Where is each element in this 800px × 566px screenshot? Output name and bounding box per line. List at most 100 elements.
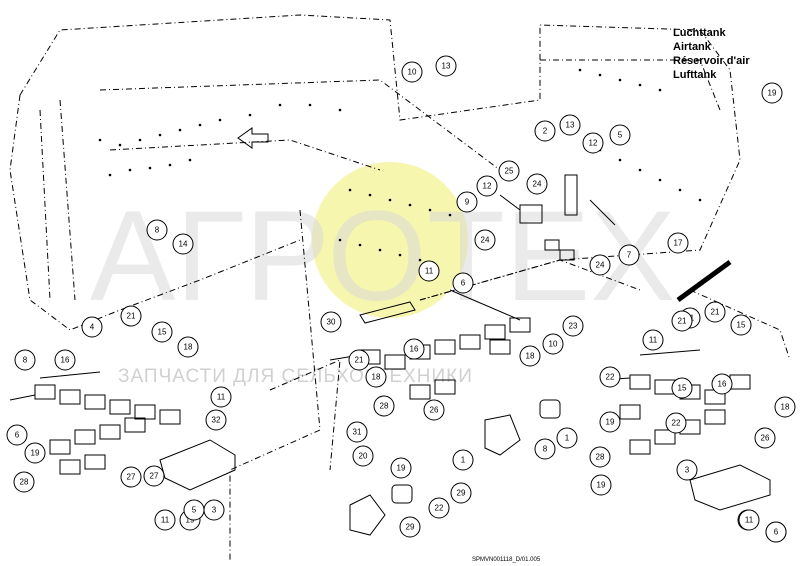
callout-number: 29: [457, 489, 466, 498]
callout-18: 18: [365, 366, 387, 388]
callout-circle: [704, 301, 726, 323]
callout-circle: [589, 254, 611, 276]
callout-28: 28: [589, 446, 611, 468]
callout-21: 21: [704, 301, 726, 323]
callout-number: 2: [543, 127, 548, 136]
callout-number: 5: [192, 506, 197, 515]
callout-number: 19: [768, 89, 777, 98]
callout-12: 12: [582, 132, 604, 154]
callout-21: 21: [671, 310, 693, 332]
callout-number: 24: [481, 236, 490, 245]
callout-number: 3: [685, 466, 690, 475]
legend-line-1: Luchttank: [673, 27, 726, 39]
callout-circle: [542, 333, 564, 355]
callout-circle: [373, 395, 395, 417]
callout-number: 8: [543, 445, 548, 454]
callout-number: 26: [761, 434, 770, 443]
callout-number: 12: [589, 139, 598, 148]
callout-26: 26: [423, 399, 445, 421]
callout-number: 6: [461, 279, 466, 288]
callout-number: 19: [597, 481, 606, 490]
callout-8: 8: [14, 349, 36, 371]
callout-circle: [676, 459, 698, 481]
callout-circle: [665, 412, 687, 434]
callout-number: 22: [672, 419, 681, 428]
callout-number: 31: [353, 428, 362, 437]
callout-circle: [599, 411, 621, 433]
callout-15: 15: [730, 314, 752, 336]
callout-circle: [418, 260, 440, 282]
callout-circle: [205, 409, 227, 431]
callout-circle: [711, 373, 733, 395]
callout-number: 28: [20, 478, 29, 487]
callout-number: 14: [179, 240, 188, 249]
callout-12: 12: [476, 175, 498, 197]
callout-circle: [761, 82, 783, 104]
direction-arrow-icon: [237, 127, 269, 149]
callout-circle: [401, 61, 423, 83]
callout-16: 16: [711, 373, 733, 395]
callout-15: 15: [151, 321, 173, 343]
callout-22: 22: [665, 412, 687, 434]
callout-circle: [452, 449, 474, 471]
callout-circle: [765, 521, 787, 543]
callout-21: 21: [120, 305, 142, 327]
callout-14: 14: [172, 233, 194, 255]
watermark: АГРОТЕХ ЗАПЧАСТИ ДЛЯ СЕЛЬХОЗТЕХНИКИ: [90, 162, 676, 387]
callout-number: 11: [217, 393, 226, 402]
callout-number: 17: [674, 239, 683, 248]
callout-circle: [154, 509, 176, 531]
callout-20: 20: [352, 445, 374, 467]
regulator-right: [484, 399, 561, 456]
callout-circle: [428, 497, 450, 519]
callout-number: 16: [61, 356, 70, 365]
callout-circle: [172, 233, 194, 255]
callout-circle: [498, 160, 520, 182]
callout-number: 24: [596, 261, 605, 270]
callout-19: 19: [24, 442, 46, 464]
callout-circle: [403, 338, 425, 360]
callout-number: 16: [410, 345, 419, 354]
callout-circle: [456, 191, 478, 213]
callout-circle: [210, 386, 232, 408]
callout-31: 31: [346, 421, 368, 443]
upper-valve-assembly: [499, 174, 616, 261]
callout-16: 16: [403, 338, 425, 360]
callout-6: 6: [452, 272, 474, 294]
callout-circle: [348, 349, 370, 371]
callout-24: 24: [474, 229, 496, 251]
callout-11: 11: [418, 260, 440, 282]
callout-circle: [774, 396, 796, 418]
callout-number: 11: [745, 516, 754, 525]
callout-circle: [435, 55, 457, 77]
callout-circle: [120, 305, 142, 327]
callout-28: 28: [373, 395, 395, 417]
callout-number: 11: [425, 267, 434, 276]
callout-circle: [474, 229, 496, 251]
callout-6: 6: [6, 424, 28, 446]
callout-13: 13: [559, 114, 581, 136]
callout-number: 19: [31, 449, 40, 458]
watermark-subtitle: ЗАПЧАСТИ ДЛЯ СЕЛЬХОЗТЕХНИКИ: [118, 366, 473, 387]
callout-29: 29: [450, 482, 472, 504]
callout-24: 24: [526, 173, 548, 195]
valve-block-right: [599, 349, 751, 455]
callout-4: 4: [81, 316, 103, 338]
callout-circle: [352, 445, 374, 467]
callout-11: 11: [210, 386, 232, 408]
callout-circle: [618, 244, 640, 266]
callout-circle: [519, 345, 541, 367]
callout-number: 21: [127, 312, 136, 321]
callout-number: 10: [408, 68, 417, 77]
callout-number: 27: [127, 473, 136, 482]
callout-26: 26: [754, 427, 776, 449]
callout-circle: [24, 442, 46, 464]
callout-number: 11: [161, 516, 170, 525]
callout-number: 18: [372, 373, 381, 382]
callout-number: 29: [406, 523, 415, 532]
callout-number: 11: [649, 336, 658, 345]
legend-line-4: Lufttank: [673, 69, 717, 81]
callout-number: 12: [483, 182, 492, 191]
legend-line-2: Airtank: [673, 41, 712, 53]
callout-circle: [559, 114, 581, 136]
